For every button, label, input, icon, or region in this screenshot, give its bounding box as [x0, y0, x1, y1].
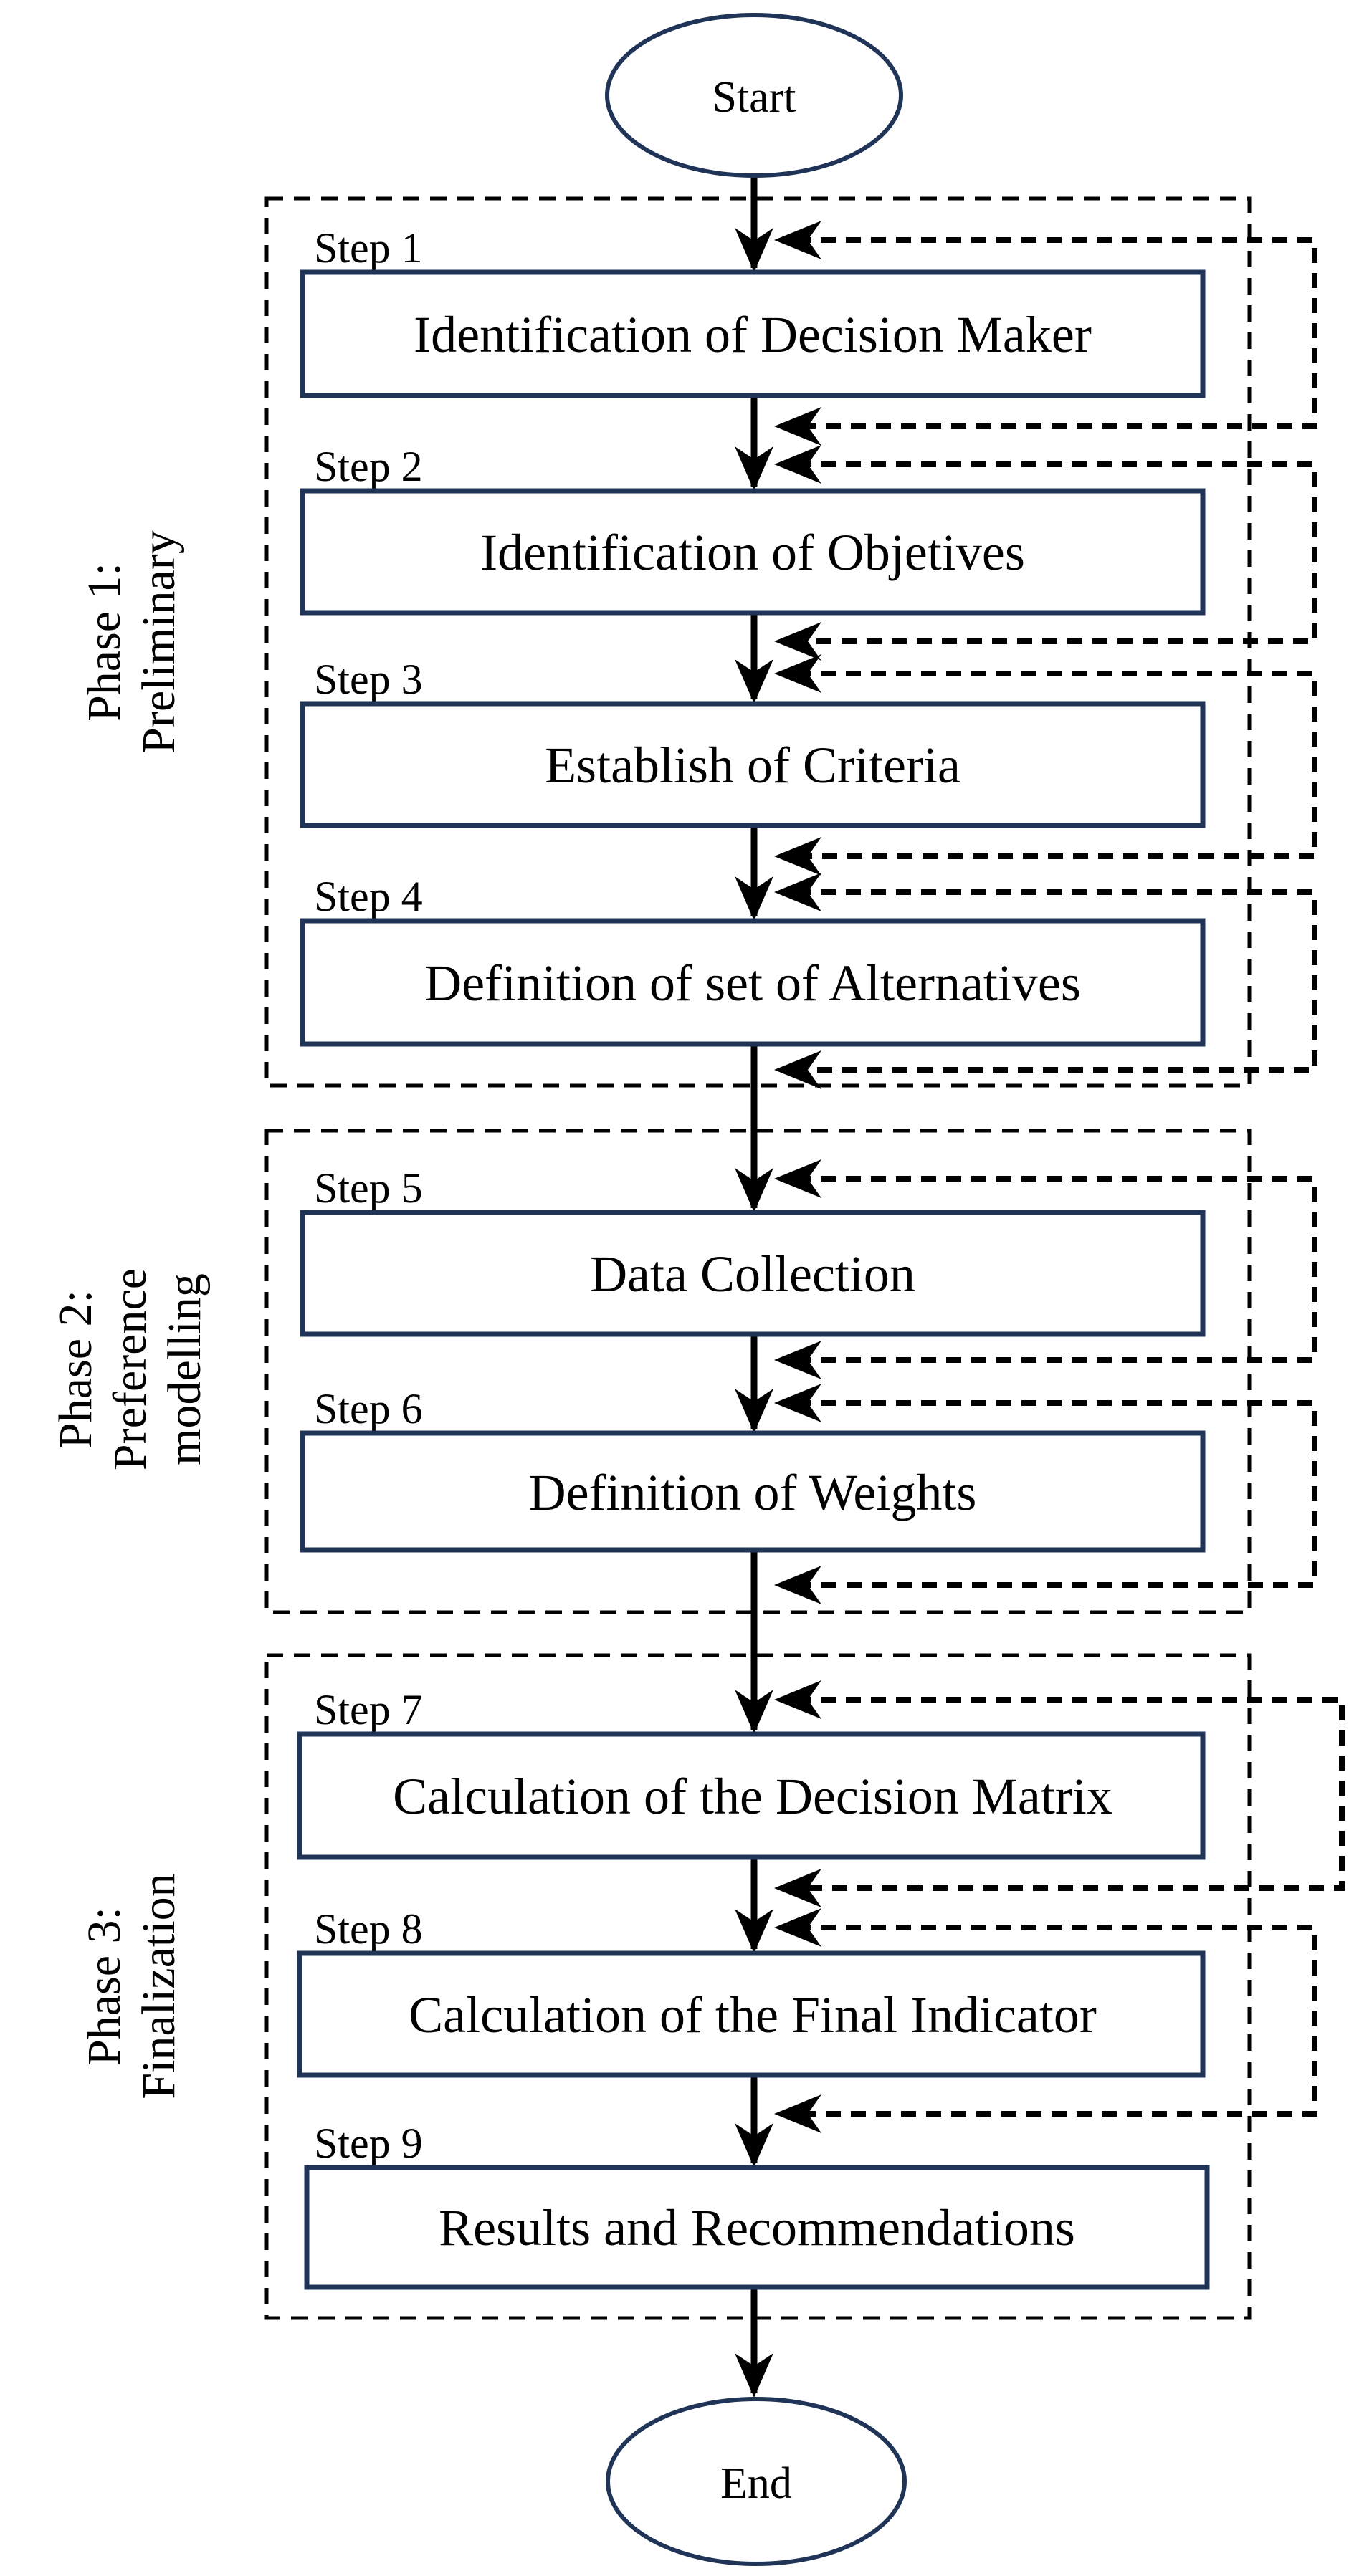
- step-9-text: Results and Recommendations: [439, 2199, 1075, 2256]
- step-3-label: Step 3: [314, 656, 423, 703]
- phase-2-border: [264, 1129, 1252, 1614]
- phase-2-container: Phase 2:Preferencemodelling: [49, 1129, 1252, 1614]
- step-2-label: Step 2: [314, 443, 423, 490]
- feedback-arrowhead: [774, 1680, 821, 1719]
- step-3: Step 3 Establish of Criteria: [300, 656, 1206, 828]
- step-9: Step 9 Results and Recommendations: [304, 2120, 1210, 2290]
- phase-3-label: Phase 3:Finalization: [78, 1873, 185, 2099]
- feedback-arrowhead: [774, 1566, 821, 1604]
- feedback-loop-step-1: [796, 237, 1317, 429]
- step-6-label: Step 6: [314, 1385, 423, 1432]
- phase-2-label: Phase 2:Preferencemodelling: [49, 1268, 211, 1470]
- step-2: Step 2 Identification of Objetives: [300, 443, 1206, 616]
- end-terminal: End: [606, 2397, 907, 2566]
- feedback-arrowhead: [774, 1159, 821, 1198]
- step-9-box: [304, 2165, 1210, 2290]
- step-7-box: [297, 1731, 1206, 1860]
- step-6-box: [300, 1430, 1206, 1553]
- phase-3-container: Phase 3:Finalization: [78, 1653, 1252, 2320]
- feedback-loop-step-3: [796, 671, 1317, 859]
- feedback-arrowhead: [774, 622, 821, 661]
- feedback-loop-step-8: [796, 1925, 1317, 2117]
- step-5-box: [300, 1210, 1206, 1337]
- step-1-text: Identification of Decision Maker: [414, 306, 1092, 363]
- step-1-label: Step 1: [314, 224, 423, 272]
- step-5-text: Data Collection: [590, 1245, 915, 1303]
- step-2-box: [300, 488, 1206, 616]
- feedback-arrowhead: [774, 445, 821, 484]
- step-6-text: Definition of Weights: [529, 1464, 977, 1521]
- start-label: Start: [712, 73, 796, 122]
- feedback-loop-step-4: [796, 889, 1317, 1073]
- end-label: End: [720, 2459, 792, 2508]
- step-6: Step 6 Definition of Weights: [300, 1385, 1206, 1553]
- step-9-label: Step 9: [314, 2120, 423, 2167]
- feedback-arrowhead: [774, 1908, 821, 1947]
- step-8-text: Calculation of the Final Indicator: [409, 1986, 1097, 2044]
- step-8-label: Step 8: [314, 1905, 423, 1953]
- feedback-loop-step-5: [796, 1176, 1317, 1363]
- step-1-box: [300, 269, 1206, 398]
- main-flow-arrows: [735, 174, 773, 2398]
- start-ellipse: [605, 13, 903, 178]
- step-2-text: Identification of Objetives: [480, 524, 1025, 581]
- feedback-loop-step-6: [796, 1400, 1317, 1588]
- phase-1-label: Phase 1:Preliminary: [78, 530, 185, 754]
- feedback-loop-step-2: [796, 461, 1317, 644]
- step-4: Step 4 Definition of set of Alternatives: [300, 873, 1206, 1047]
- step-3-text: Establish of Criteria: [545, 737, 960, 794]
- step-4-text: Definition of set of Alternatives: [424, 954, 1081, 1012]
- step-5: Step 5 Data Collection: [300, 1164, 1206, 1337]
- step-5-label: Step 5: [314, 1164, 423, 1212]
- step-8: Step 8 Calculation of the Final Indicato…: [297, 1905, 1206, 2078]
- step-1: Step 1 Identification of Decision Maker: [300, 224, 1206, 398]
- start-terminal: Start: [605, 13, 903, 178]
- step-4-label: Step 4: [314, 873, 423, 920]
- feedback-arrowhead: [774, 654, 821, 693]
- feedback-loops: [774, 221, 1345, 2133]
- phase-3-border: [264, 1653, 1252, 2320]
- feedback-arrowhead: [774, 873, 821, 911]
- feedback-arrowhead: [774, 1341, 821, 1379]
- feedback-arrowhead: [774, 221, 821, 259]
- end-ellipse: [606, 2397, 907, 2566]
- feedback-loop-step-7: [796, 1697, 1345, 1891]
- step-4-box: [300, 918, 1206, 1047]
- step-7-text: Calculation of the Decision Matrix: [393, 1768, 1112, 1825]
- step-7-label: Step 7: [314, 1686, 423, 1733]
- step-3-box: [300, 701, 1206, 828]
- feedback-arrowhead: [774, 1384, 821, 1422]
- feedback-arrowhead: [774, 837, 821, 876]
- step-7: Step 7 Calculation of the Decision Matri…: [297, 1686, 1206, 1860]
- step-8-box: [297, 1950, 1206, 2078]
- feedback-arrowhead: [774, 1050, 821, 1089]
